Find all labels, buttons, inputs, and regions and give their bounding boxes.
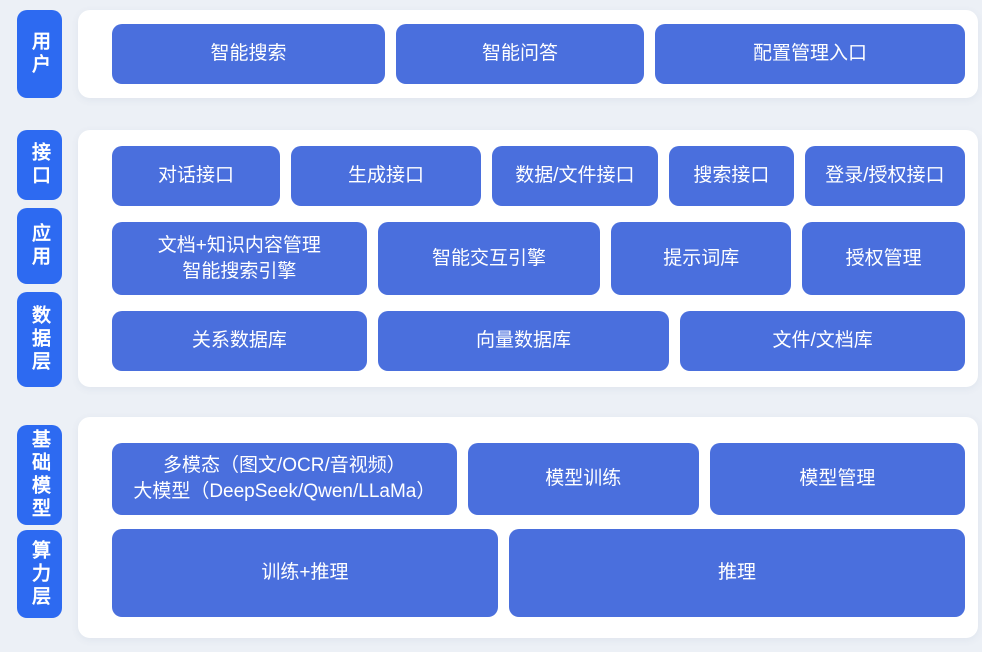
node-prompt-library: 提示词库 bbox=[611, 222, 792, 295]
node-multimodal-large-model: 多模态（图文/OCR/音视频） 大模型（DeepSeek/Qwen/LLaMa） bbox=[112, 443, 457, 515]
bottom-layers-panel: 多模态（图文/OCR/音视频） 大模型（DeepSeek/Qwen/LLaMa）… bbox=[78, 417, 978, 638]
compute-layer-row: 训练+推理 推理 bbox=[112, 529, 965, 617]
data-layer-row: 关系数据库 向量数据库 文件/文档库 bbox=[112, 311, 965, 371]
node-dialog-api: 对话接口 bbox=[112, 146, 281, 206]
middle-layers-section: 接口 应用 数据层 对话接口 生成接口 数据/文件接口 搜索接口 登录/授权接口… bbox=[0, 130, 982, 387]
layer-label-data: 数据层 bbox=[17, 292, 62, 387]
bottom-layers-section: 基础模型 算力层 多模态（图文/OCR/音视频） 大模型（DeepSeek/Qw… bbox=[0, 417, 982, 638]
application-layer-row: 文档+知识内容管理 智能搜索引擎 智能交互引擎 提示词库 授权管理 bbox=[112, 222, 965, 295]
user-layer-panel: 智能搜索 智能问答 配置管理入口 bbox=[78, 10, 978, 98]
user-layer-section: 用户 智能搜索 智能问答 配置管理入口 bbox=[0, 10, 982, 98]
node-doc-knowledge-search-engine: 文档+知识内容管理 智能搜索引擎 bbox=[112, 222, 367, 295]
node-model-management: 模型管理 bbox=[709, 443, 965, 515]
node-data-file-api: 数据/文件接口 bbox=[491, 146, 658, 206]
node-file-document-store: 文件/文档库 bbox=[680, 311, 965, 371]
node-authorization-management: 授权管理 bbox=[802, 222, 965, 295]
user-layer-labels: 用户 bbox=[17, 10, 62, 98]
node-intelligent-interaction-engine: 智能交互引擎 bbox=[377, 222, 601, 295]
layer-label-compute: 算力层 bbox=[17, 530, 62, 618]
node-inference: 推理 bbox=[508, 529, 965, 617]
node-training-plus-inference: 训练+推理 bbox=[112, 529, 498, 617]
layer-label-user: 用户 bbox=[17, 10, 62, 98]
middle-layers-panel: 对话接口 生成接口 数据/文件接口 搜索接口 登录/授权接口 文档+知识内容管理… bbox=[78, 130, 978, 387]
foundation-model-row: 多模态（图文/OCR/音视频） 大模型（DeepSeek/Qwen/LLaMa）… bbox=[112, 443, 965, 515]
architecture-diagram: 用户 智能搜索 智能问答 配置管理入口 接口 应用 数据层 对话接口 生成接口 … bbox=[0, 10, 982, 652]
node-intelligent-qa: 智能问答 bbox=[396, 24, 644, 84]
node-intelligent-search: 智能搜索 bbox=[112, 24, 385, 84]
layer-label-foundation-model: 基础模型 bbox=[17, 425, 62, 525]
node-relational-database: 关系数据库 bbox=[112, 311, 367, 371]
node-vector-database: 向量数据库 bbox=[377, 311, 670, 371]
node-model-training: 模型训练 bbox=[467, 443, 699, 515]
node-generate-api: 生成接口 bbox=[291, 146, 481, 206]
layer-label-application: 应用 bbox=[17, 208, 62, 284]
layer-label-interface: 接口 bbox=[17, 130, 62, 200]
bottom-layer-labels: 基础模型 算力层 bbox=[17, 417, 62, 638]
middle-layer-labels: 接口 应用 数据层 bbox=[17, 130, 62, 387]
node-config-management-entry: 配置管理入口 bbox=[655, 24, 965, 84]
node-login-auth-api: 登录/授权接口 bbox=[804, 146, 966, 206]
interface-layer-row: 对话接口 生成接口 数据/文件接口 搜索接口 登录/授权接口 bbox=[112, 146, 966, 206]
user-layer-row: 智能搜索 智能问答 配置管理入口 bbox=[112, 24, 965, 84]
node-search-api: 搜索接口 bbox=[668, 146, 794, 206]
